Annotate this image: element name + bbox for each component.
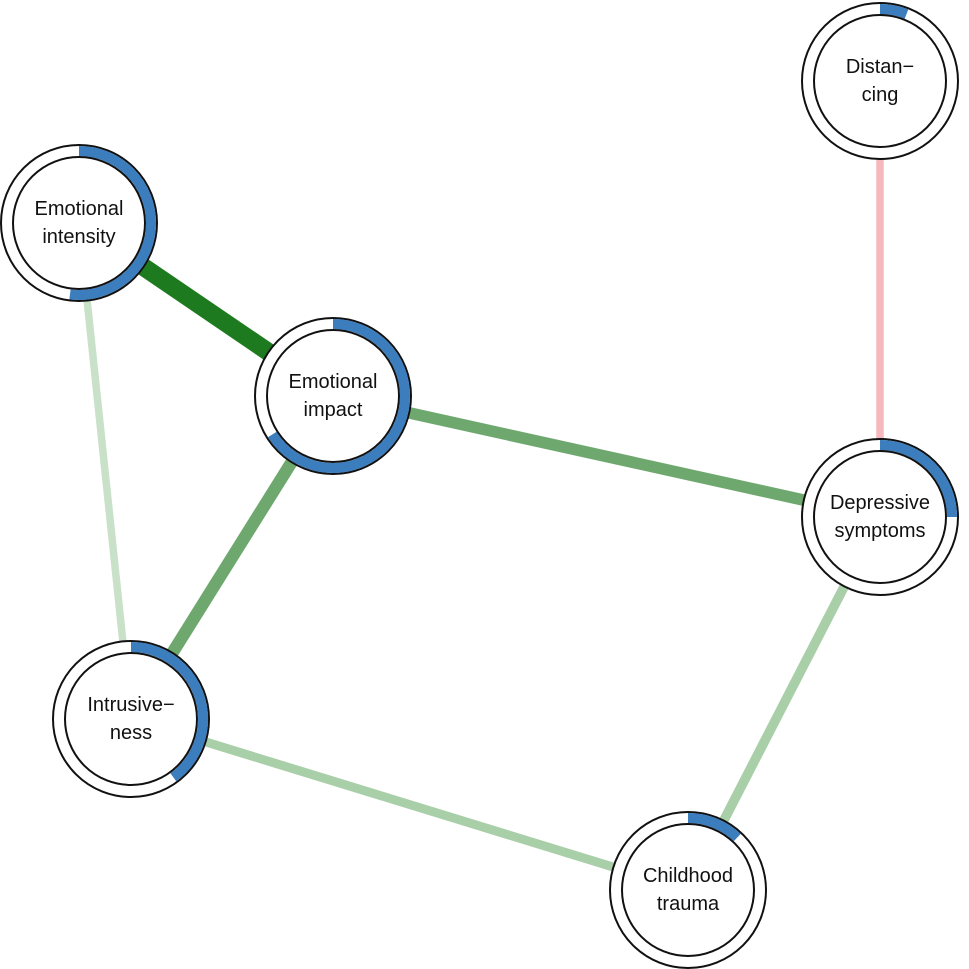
node-inner-circle [813, 450, 947, 584]
node-label-line: Emotional [289, 371, 378, 393]
node-label-line: impact [304, 399, 363, 421]
node-depressive-symptoms: Depressive symptoms [801, 438, 959, 596]
node-label-line: ness [110, 722, 152, 744]
node-intrusiveness: Intrusive− ness [52, 640, 210, 798]
node-pie-arc [69, 146, 156, 300]
node-label-line: Depressive [830, 492, 930, 514]
edge-emotional-intensity-intrusiveness [75, 222, 135, 720]
node-inner-circle [266, 329, 400, 463]
node-inner-circle [621, 823, 755, 957]
node-label-line: Childhood [643, 865, 733, 887]
node-inner-circle [12, 156, 146, 290]
node-distancing: Distan− cing [801, 2, 959, 160]
node-label-line: Emotional [35, 198, 124, 220]
node-pie-arc [267, 319, 410, 473]
node-inner-circle [813, 14, 947, 148]
node-emotional-impact: Emotional impact [254, 317, 412, 475]
node-pie-arc [687, 813, 741, 842]
node-emotional-intensity: Emotional intensity [0, 144, 158, 302]
edge-intrusiveness-childhood-trauma [129, 714, 690, 895]
node-label-line: cing [862, 84, 899, 106]
node-pie-arc [879, 440, 957, 518]
node-pie-arc [879, 4, 909, 19]
node-childhood-trauma: Childhood trauma [609, 811, 767, 969]
node-label-line: symptoms [834, 520, 925, 542]
edge-emotional-impact-depressive-symptoms [331, 390, 882, 523]
node-inner-circle [64, 652, 198, 786]
node-label-line: Intrusive− [87, 694, 174, 716]
node-label-line: trauma [657, 893, 720, 915]
node-label-line: intensity [42, 226, 115, 248]
edges-layer [73, 81, 885, 895]
node-pie-arc [130, 642, 208, 782]
node-label-line: Distan− [846, 56, 914, 78]
